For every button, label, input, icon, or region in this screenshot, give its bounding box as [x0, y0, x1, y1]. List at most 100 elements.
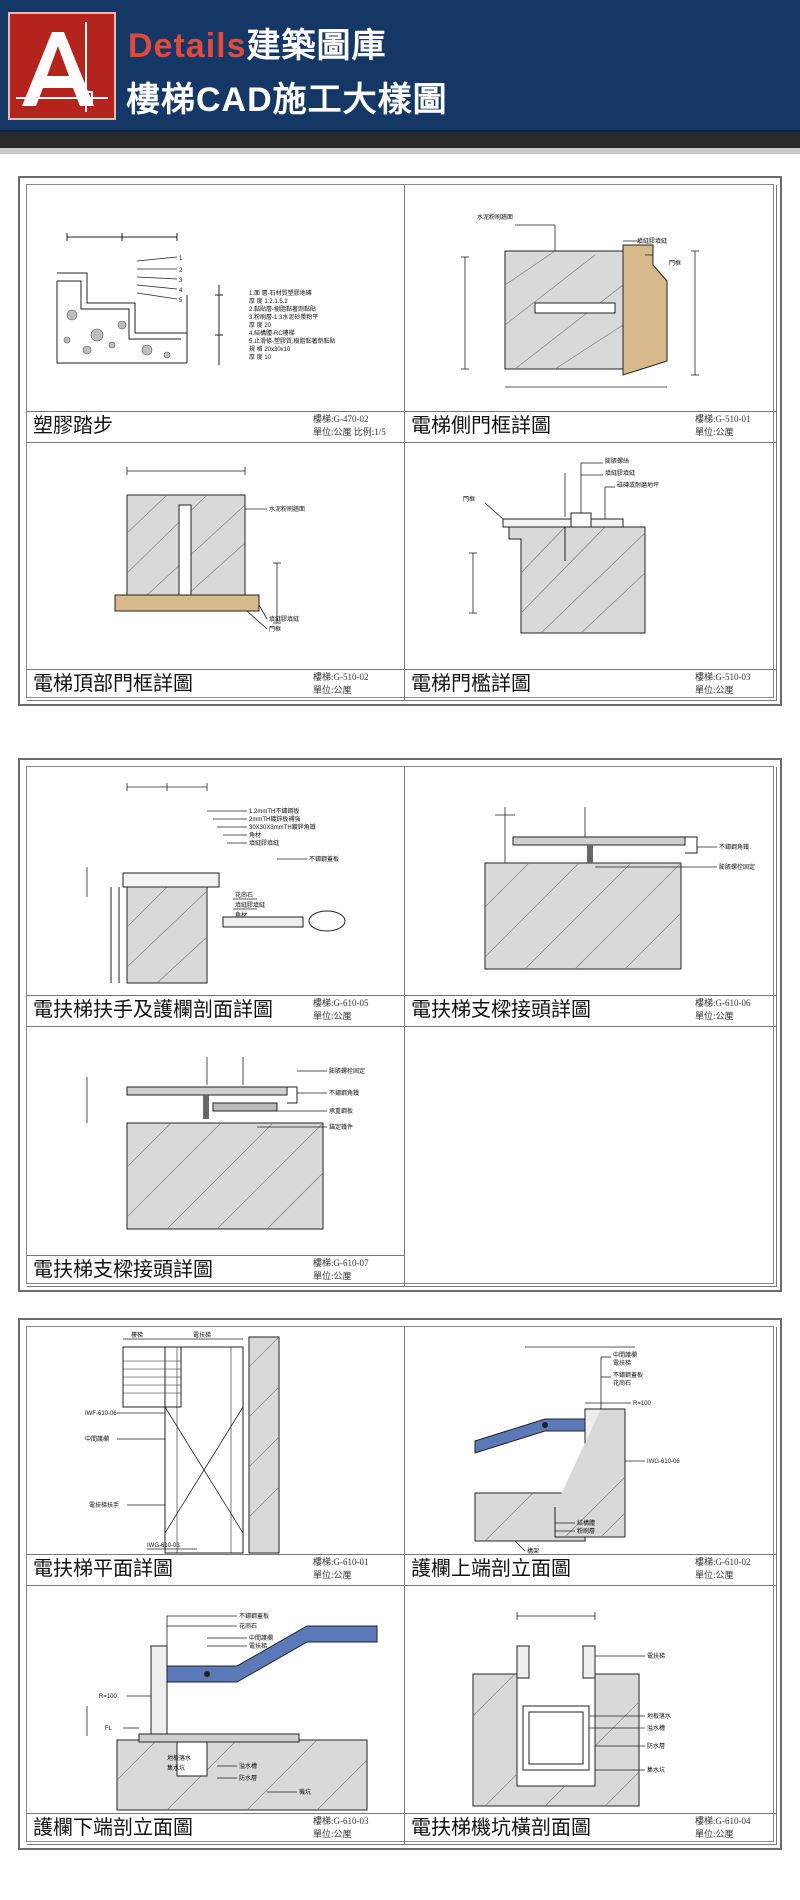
label-escalator: 電扶梯 — [193, 1331, 211, 1339]
panel-machine-pit-section: 電扶梯 地板落水 溢水槽 防水層 集水坑 電扶梯機坑橫剖面圖 樓梯:G-610-… — [405, 1586, 777, 1845]
drawing-unit: 單位:公厘 — [695, 1570, 734, 1580]
sheet-frame: 1 2 3 4 5 1.面 層-石材質塑膠地磚 厚 度 1:2.1.5.2 2.… — [26, 184, 777, 701]
drawing-number: 樓梯:G-610-05 — [313, 998, 369, 1008]
label-sump: 集水坑 — [167, 1764, 185, 1772]
drawing-beam-joint-2: 膨脹螺栓固定 不鏽鋼角鐵 承重鋼板 錨定鐵件 — [86, 1057, 365, 1230]
label-sump: 集水坑 — [647, 1766, 665, 1774]
panel-title: 塑膠踏步 — [33, 413, 113, 437]
panel-title: 電扶梯支樑接頭詳圖 — [33, 1257, 213, 1281]
label-handrail: 電扶梯扶手 — [89, 1501, 119, 1509]
note-5: 厚 度 20 — [249, 321, 272, 329]
panel-title: 電扶梯平面詳圖 — [33, 1556, 173, 1580]
label-ref-2: IWG-610-03 — [147, 1543, 180, 1549]
panel-title: 電梯門檻詳圖 — [411, 671, 531, 695]
label-sealant: 填縫膠填縫 — [605, 469, 635, 477]
drawing-plastic-step: 1 2 3 4 5 1.面 層-石材質塑膠地磚 厚 度 1:2.1.5.2 2.… — [56, 233, 336, 365]
label-middle-rail: 中間護欄 — [249, 1634, 273, 1642]
panel-elevator-sill: 膨脹螺絲 填縫膠填縫 磁磚或耐磨地坪 門框 電梯門檻詳圖 樓梯:G-510-03… — [405, 443, 777, 701]
label-floor-drain: 地板落水 — [647, 1712, 671, 1720]
label-plaster: 粉刷層 — [577, 1527, 595, 1535]
panel-handrail-section: 1.2mmTH不鏽鋼板 2mmTH鍍鋅板補強 30X30X3mmTH鍍鋅角鐵 角… — [27, 767, 405, 1027]
panel-escalator-plan: 樓梯 電扶梯 IWF-610-06 中間護欄 電扶梯扶手 IWG-610-03 … — [27, 1327, 405, 1586]
label-stair: 樓梯 — [131, 1331, 143, 1339]
drawing-handrail-section: 1.2mmTH不鏽鋼板 2mmTH鍍鋅板補強 30X30X3mmTH鍍鋅角鐵 角… — [86, 783, 346, 984]
drawing-unit: 單位:公厘 — [695, 427, 734, 437]
drawing-number: 樓梯:G-610-07 — [313, 1258, 369, 1268]
step-label-3: 3 — [179, 278, 183, 284]
drawing-number: 樓梯:G-610-01 — [313, 1557, 369, 1567]
sheet-3: 樓梯 電扶梯 IWF-610-06 中間護欄 電扶梯扶手 IWG-610-03 … — [18, 1318, 782, 1850]
label-cover-plate: 不鏽鋼蓋板 — [309, 855, 339, 863]
drawing-rail-lower-section: 不鏽鋼蓋板 花崗石 中間護欄 電扶梯 R=100 FL 地板落水 集水坑 溢水槽… — [86, 1612, 378, 1811]
label-granite: 花崗石 — [239, 1622, 257, 1630]
label-expansion-bolt: 膨脹螺絲 — [605, 457, 629, 465]
panel-ref: 樓梯:G-510-01 單位:公厘 — [695, 413, 751, 439]
label-studs-2: 角材 — [235, 911, 247, 919]
label-door-frame: 門框 — [669, 259, 681, 267]
drawing-number: 樓梯:G-510-01 — [695, 414, 751, 424]
drawing-unit: 單位:公厘 — [313, 1271, 352, 1281]
sheet-frame: 樓梯 電扶梯 IWF-610-06 中間護欄 電扶梯扶手 IWG-610-03 … — [26, 1326, 777, 1845]
label-tile-floor: 磁磚或耐磨地坪 — [617, 481, 659, 489]
note-2: 厚 度 1:2.1.5.2 — [249, 297, 288, 305]
panel-ref: 樓梯:G-610-07 單位:公厘 — [313, 1257, 369, 1283]
label-sealant-2: 填縫膠填縫 — [235, 901, 265, 909]
header-banner: Details建築圖庫 樓梯CAD施工大樣圖 — [0, 0, 800, 132]
label-door-frame: 門框 — [269, 625, 281, 633]
panel-caption: 電扶梯平面詳圖 樓梯:G-610-01 單位:公厘 — [27, 1554, 404, 1585]
panel-beam-joint-2: 膨脹螺栓固定 不鏽鋼角鐵 承重鋼板 錨定鐵件 電扶梯支樑接頭詳圖 樓梯:G-61… — [27, 1027, 405, 1287]
label-studs: 角材 — [249, 831, 261, 839]
label-anchor: 錨定鐵件 — [329, 1123, 353, 1131]
drawing-beam-joint-1: 不鏽鋼角鐵 膨脹螺栓固定 — [484, 807, 755, 970]
label-overflow: 溢水槽 — [239, 1762, 257, 1770]
label-sealant: 填縫膠填縫 — [637, 237, 667, 245]
drawing-number: 樓梯:G-510-03 — [695, 672, 751, 682]
drawing-number: 樓梯:G-610-03 — [313, 1816, 369, 1826]
label-granite: 花崗石 — [613, 1379, 631, 1387]
label-ref: IWG-610-06 — [647, 1459, 680, 1465]
title-rest: 建築圖庫 — [246, 27, 387, 65]
label-cover-plate: 不鏽鋼蓋板 — [239, 1612, 269, 1620]
label-sealant: 填縫膠填縫 — [249, 839, 279, 847]
label-cement-wall: 水泥粉刷牆面 — [269, 505, 305, 513]
drawing-number: 樓梯:G-610-06 — [695, 998, 751, 1008]
label-angle-iron: 30X30X3mmTH鍍鋅角鐵 — [249, 823, 316, 831]
drawing-unit: 單位:公厘 — [313, 685, 352, 695]
sheet-frame: 1.2mmTH不鏽鋼板 2mmTH鍍鋅板補強 30X30X3mmTH鍍鋅角鐵 角… — [26, 766, 777, 1287]
drawing-unit: 單位:公厘 — [313, 1011, 352, 1021]
drawing-unit: 單位:公厘 — [695, 1829, 734, 1839]
label-sealant: 填縫膠填縫 — [269, 615, 299, 623]
header-rule-light — [0, 148, 800, 154]
drawing-number: 樓梯:G-470-02 — [313, 414, 369, 424]
step-label-4: 4 — [179, 288, 183, 294]
note-3: 2.黏貼層-樹脂黏著劑黏貼 — [249, 305, 316, 313]
panel-title: 電扶梯機坑橫剖面圖 — [411, 1815, 591, 1839]
panel-ref: 樓梯:G-610-05 單位:公厘 — [313, 997, 369, 1023]
note-6: 4.結構體-RC樓梯 — [249, 329, 295, 337]
drawing-number: 樓梯:G-510-02 — [313, 672, 369, 682]
note-8: 規 格 20x30x10 — [249, 345, 291, 353]
label-granite: 花崗石 — [235, 891, 253, 899]
label-floor-drain: 地板落水 — [167, 1754, 191, 1762]
panel-title: 電扶梯支樑接頭詳圖 — [411, 997, 591, 1021]
panel-title: 護欄上端剖立面圖 — [411, 1556, 571, 1580]
drawing-unit: 單位:公厘 — [313, 1570, 352, 1580]
step-label-5: 5 — [179, 298, 183, 304]
label-expansion-bolt: 膨脹螺栓固定 — [329, 1067, 365, 1075]
label-cover-plate: 不鏽鋼蓋板 — [613, 1371, 643, 1379]
step-label-1: 1 — [179, 256, 183, 262]
panel-rail-upper-section: 中間護欄 電扶梯 不鏽鋼蓋板 花崗石 R=100 IWG-610-06 結構體 … — [405, 1327, 777, 1586]
drawing-machine-pit-section: 電扶梯 地板落水 溢水槽 防水層 集水坑 — [472, 1612, 671, 1807]
